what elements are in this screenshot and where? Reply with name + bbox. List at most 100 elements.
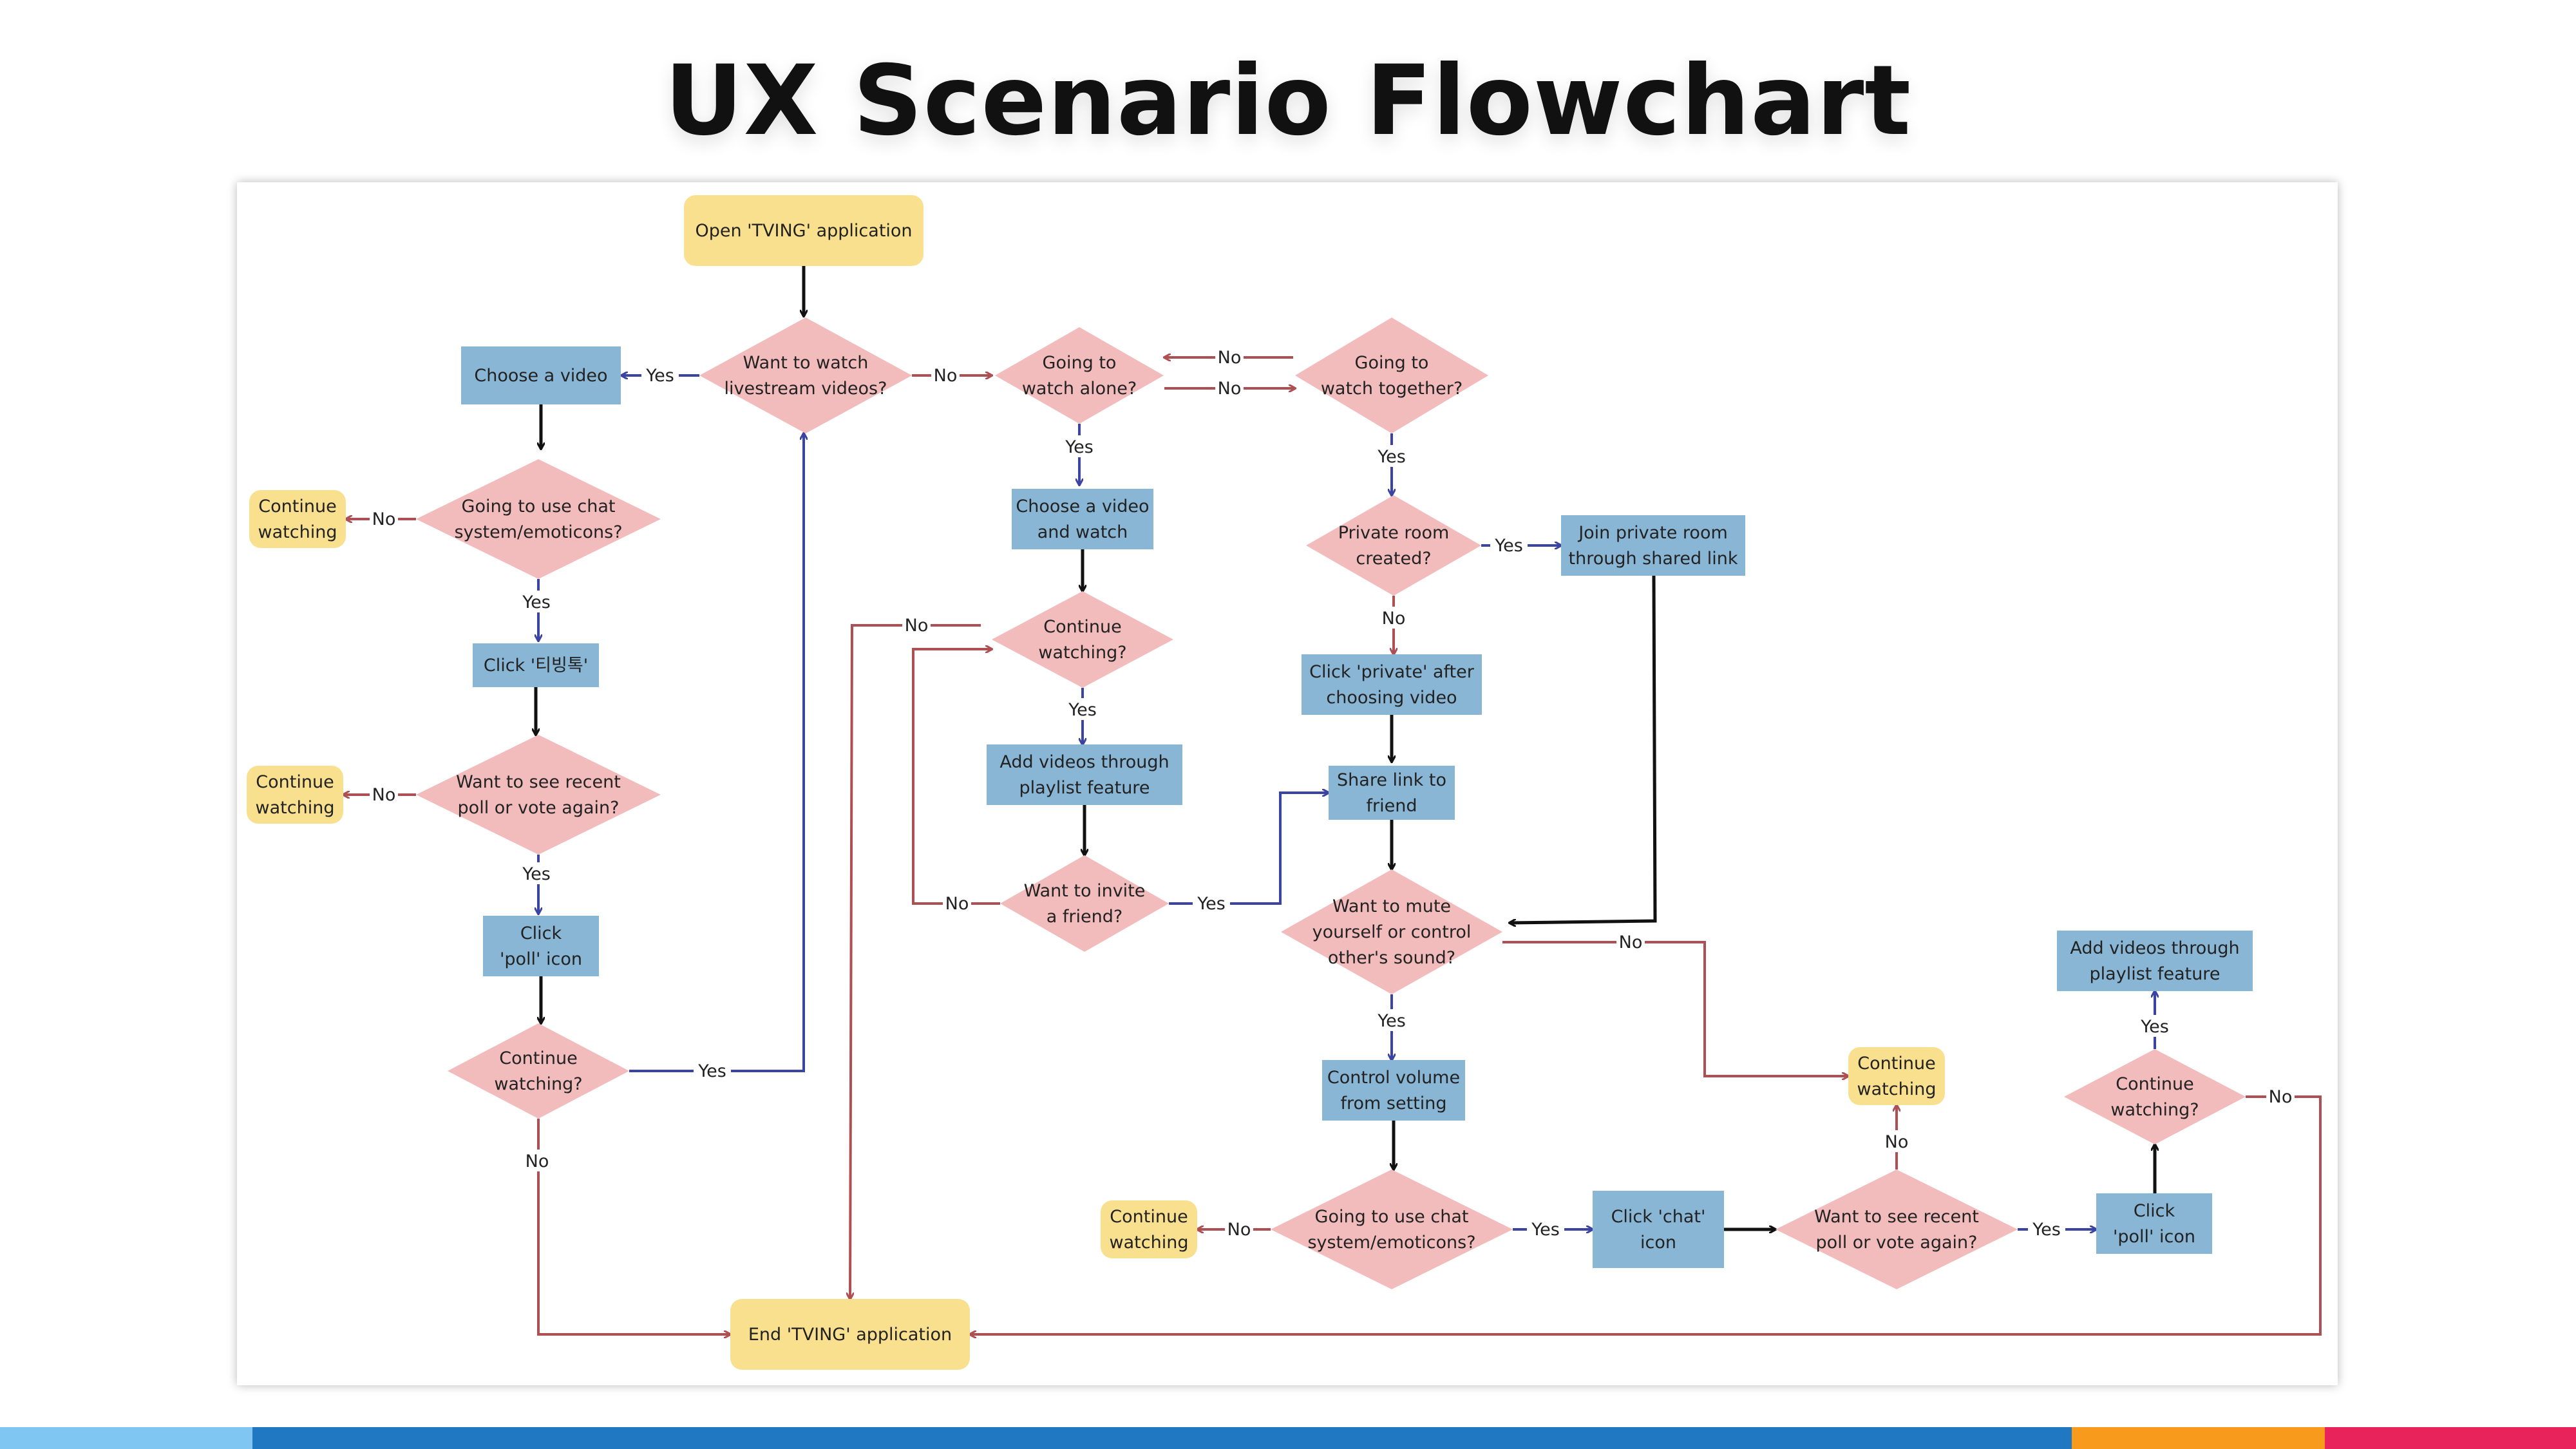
node-label: Going to use chat xyxy=(462,497,616,516)
node-label: watching? xyxy=(1038,643,1126,663)
edge-label-yes: Yes xyxy=(1197,894,1226,914)
node-label: watch together? xyxy=(1321,379,1463,399)
node-click-poll2: Click'poll' icon xyxy=(2096,1193,2212,1254)
node-open-app: Open 'TVING' application xyxy=(684,195,923,266)
edge-label-yes: Yes xyxy=(2032,1220,2061,1240)
process-shape xyxy=(987,744,1182,805)
process-shape xyxy=(1593,1191,1724,1268)
node-label: Continue xyxy=(1110,1207,1188,1227)
edge-label-no: No xyxy=(1227,1220,1251,1240)
process-shape xyxy=(473,643,599,687)
node-label: Want to see recent xyxy=(456,772,621,792)
terminal-shape xyxy=(249,490,346,548)
node-label: Going to xyxy=(1355,353,1429,373)
node-label: poll or vote again? xyxy=(1816,1233,1978,1253)
node-choose-video: Choose a video xyxy=(461,346,621,404)
decision-shape xyxy=(1306,495,1481,596)
node-label: Private room xyxy=(1338,523,1450,543)
edge-label-no: No xyxy=(372,509,396,529)
bottom-bar-segment-blue xyxy=(252,1427,2072,1449)
node-label: Continue xyxy=(1857,1054,1935,1074)
edge-label-yes: Yes xyxy=(522,864,551,884)
edge-label-yes: Yes xyxy=(522,592,551,612)
node-label: watch alone? xyxy=(1022,379,1137,399)
node-label: yourself or control xyxy=(1312,922,1472,942)
edge-label-bg xyxy=(1061,435,1098,457)
node-label: Going to use chat xyxy=(1315,1207,1469,1227)
decision-shape xyxy=(1295,317,1488,433)
node-poll1-continue: Continue watching xyxy=(247,766,343,824)
node-label: 'poll' icon xyxy=(2113,1227,2195,1247)
bottom-bar-segment-light-blue xyxy=(0,1427,252,1449)
node-label: icon xyxy=(1640,1233,1676,1253)
node-label: watching? xyxy=(494,1074,582,1094)
node-label: watching xyxy=(1857,1079,1937,1099)
node-label: a friend? xyxy=(1046,907,1122,927)
process-shape xyxy=(1322,1060,1465,1121)
terminal-shape xyxy=(1848,1047,1945,1105)
decision-shape xyxy=(2064,1049,2246,1144)
decision-shape xyxy=(1000,855,1169,952)
yes-edge xyxy=(1169,793,1329,905)
edge-label-bg xyxy=(1527,1218,1564,1240)
node-label: watching? xyxy=(2110,1100,2199,1120)
process-shape xyxy=(483,916,599,976)
edge-label-bg xyxy=(1193,892,1230,914)
edge-label-yes: Yes xyxy=(1068,700,1097,720)
edge-label-bg xyxy=(1064,698,1101,720)
no-edge xyxy=(537,1119,730,1334)
node-label: choosing video xyxy=(1326,688,1457,708)
edge-label-no: No xyxy=(372,785,396,805)
decision-shape xyxy=(995,327,1164,424)
edge-label-yes: Yes xyxy=(1065,437,1094,457)
decision-shape xyxy=(1776,1170,2018,1289)
node-label: watching xyxy=(256,798,335,818)
node-going-together: Going to watch together? xyxy=(1295,317,1488,433)
process-shape xyxy=(1302,654,1482,715)
node-label: poll or vote again? xyxy=(458,798,620,818)
edge-label-bg xyxy=(518,862,555,884)
node-label: watching xyxy=(1110,1233,1189,1253)
node-label: Continue xyxy=(499,1048,577,1068)
edge-label-yes: Yes xyxy=(1377,1011,1406,1031)
decision-shape xyxy=(416,459,661,579)
process-shape xyxy=(1561,515,1745,576)
edge-label-bg xyxy=(1215,377,1244,399)
terminal-shape xyxy=(247,766,343,824)
edge-label-no: No xyxy=(905,616,929,636)
edge-label-bg xyxy=(1373,1009,1410,1031)
edge-label-bg xyxy=(1225,1218,1253,1240)
decision-shape xyxy=(448,1023,629,1119)
edge-label-yes: Yes xyxy=(1377,447,1406,467)
edge-label-no: No xyxy=(1619,933,1643,952)
edge-label-bg xyxy=(943,892,971,914)
yes-edge xyxy=(629,433,804,1072)
edge-label-bg xyxy=(2028,1218,2065,1240)
node-click-tibingtok: Click '티빙톡' xyxy=(473,643,599,687)
edge-label-bg xyxy=(1215,346,1244,368)
decision-shape xyxy=(992,591,1173,688)
edge-label-bg xyxy=(518,591,555,612)
node-click-poll1: Click'poll' icon xyxy=(483,916,599,976)
node-chat2-decision: Going to use chat system/emoticons? xyxy=(1271,1170,1513,1289)
terminal-shape xyxy=(730,1299,970,1370)
node-click-chat: Click 'chat' icon xyxy=(1593,1191,1724,1268)
flow-edge xyxy=(1510,575,1657,923)
process-shape xyxy=(2057,931,2253,991)
edge-label-bg xyxy=(1373,445,1410,467)
node-poll1-decision: Want to see recent poll or vote again? xyxy=(416,735,661,855)
edge-label-bg xyxy=(1379,607,1408,629)
node-label: Continue xyxy=(256,772,334,792)
node-end-app: End 'TVING' application xyxy=(730,1299,970,1370)
node-label: system/emoticons? xyxy=(1307,1233,1475,1253)
node-label: Click 'chat' xyxy=(1611,1207,1706,1227)
node-label: created? xyxy=(1356,549,1431,569)
process-shape xyxy=(461,346,621,404)
